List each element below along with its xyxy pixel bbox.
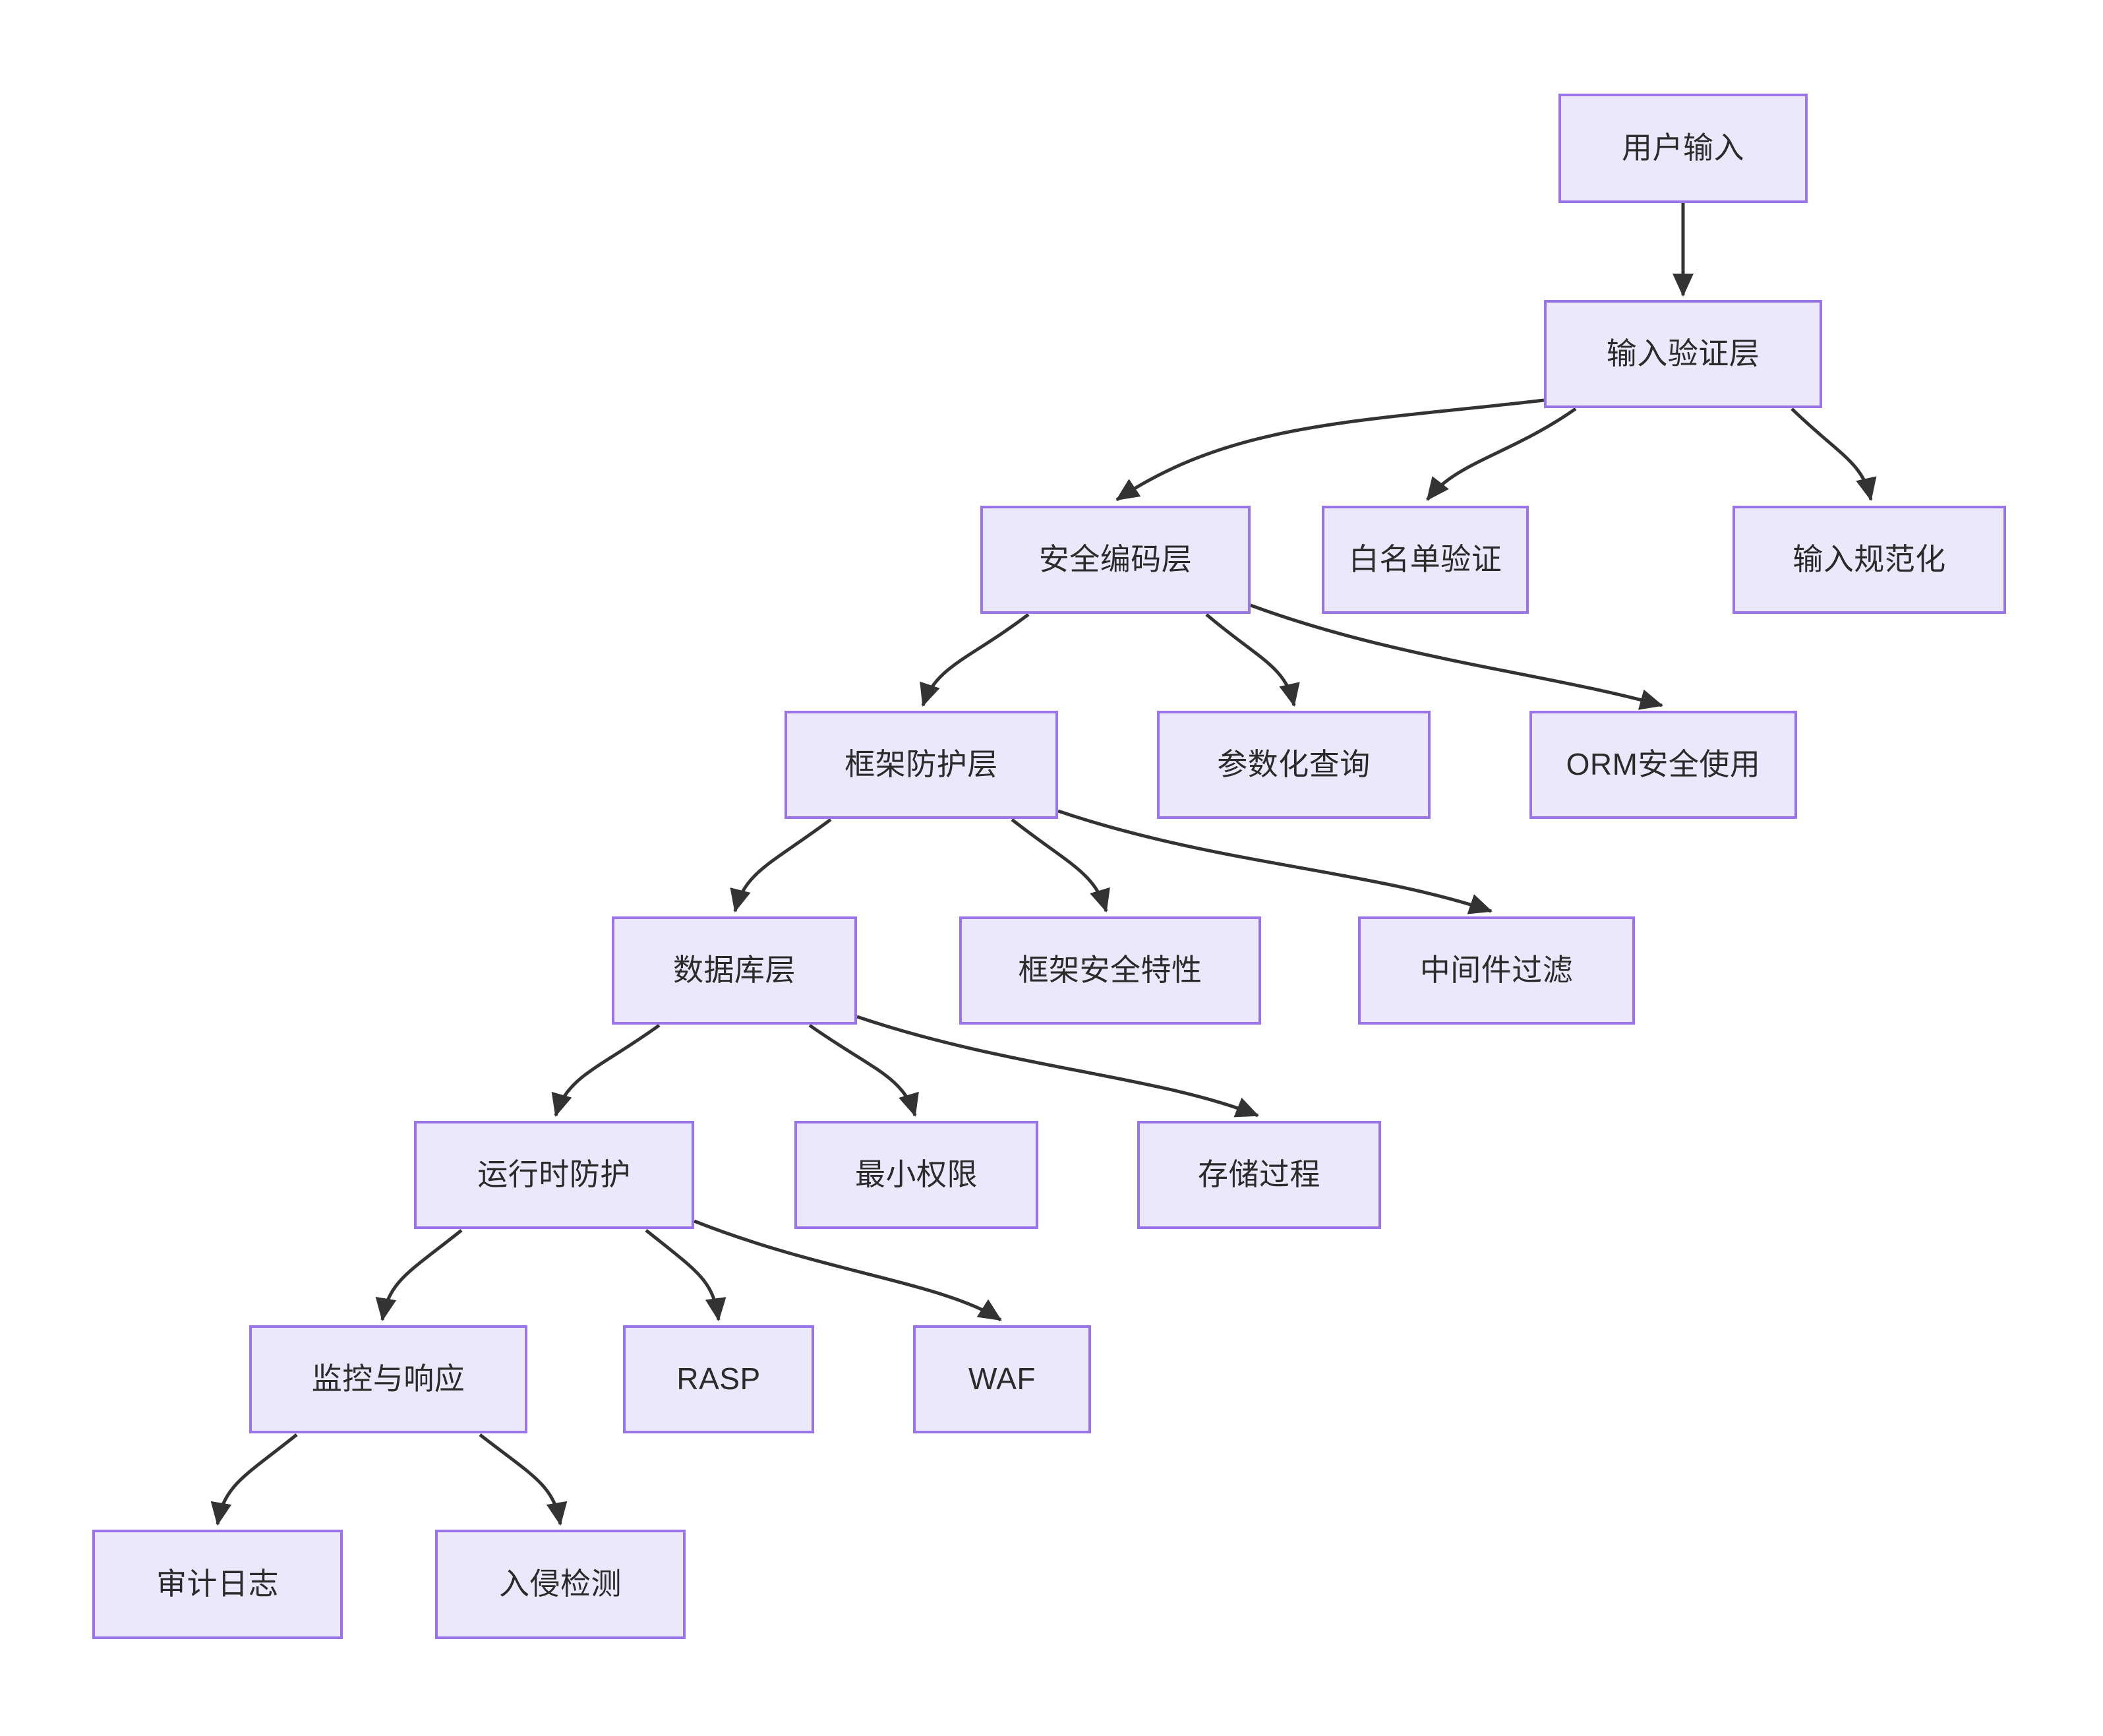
node-normalization[interactable]: 输入规范化 [1733, 506, 2006, 614]
node-stored_procedure[interactable]: 存储过程 [1137, 1121, 1381, 1229]
node-framework_feature[interactable]: 框架安全特性 [959, 916, 1261, 1025]
node-middleware_filter[interactable]: 中间件过滤 [1358, 916, 1635, 1025]
node-label: 运行时防护 [477, 1157, 631, 1192]
node-label: 输入规范化 [1792, 542, 1946, 577]
node-whitelist[interactable]: 白名单验证 [1322, 506, 1529, 614]
node-label: 入侵检测 [499, 1567, 622, 1601]
node-label: 存储过程 [1198, 1157, 1320, 1192]
node-orm_secure[interactable]: ORM安全使用 [1529, 711, 1797, 819]
node-monitor_response[interactable]: 监控与响应 [249, 1325, 527, 1433]
node-label: 安全编码层 [1038, 542, 1193, 577]
node-audit_log[interactable]: 审计日志 [92, 1530, 343, 1639]
node-rasp[interactable]: RASP [623, 1325, 814, 1433]
node-runtime_guard[interactable]: 运行时防护 [414, 1121, 694, 1229]
node-label: 框架安全特性 [1018, 953, 1202, 988]
node-label: RASP [676, 1362, 761, 1396]
node-user_input[interactable]: 用户输入 [1558, 94, 1808, 203]
node-label: 输入验证层 [1606, 336, 1760, 371]
node-label: 数据库层 [673, 953, 796, 988]
node-label: 中间件过滤 [1419, 953, 1574, 988]
node-framework_guard[interactable]: 框架防护层 [785, 711, 1058, 819]
node-param_query[interactable]: 参数化查询 [1157, 711, 1431, 819]
node-secure_encoding[interactable]: 安全编码层 [980, 506, 1251, 614]
node-label: 监控与响应 [311, 1362, 465, 1396]
node-label: 白名单验证 [1348, 542, 1502, 577]
node-intrusion_detect[interactable]: 入侵检测 [435, 1530, 686, 1639]
node-label: 框架防护层 [844, 747, 998, 782]
node-label: 用户输入 [1622, 131, 1744, 165]
node-waf[interactable]: WAF [913, 1325, 1091, 1433]
node-input_validation[interactable]: 输入验证层 [1544, 300, 1822, 408]
node-label: ORM安全使用 [1566, 747, 1761, 782]
node-label: 最小权限 [855, 1157, 978, 1192]
node-least_privilege[interactable]: 最小权限 [794, 1121, 1038, 1229]
node-label: WAF [968, 1362, 1036, 1396]
node-label: 审计日志 [156, 1567, 279, 1601]
node-database_layer[interactable]: 数据库层 [612, 916, 857, 1025]
node-label: 参数化查询 [1217, 747, 1371, 782]
